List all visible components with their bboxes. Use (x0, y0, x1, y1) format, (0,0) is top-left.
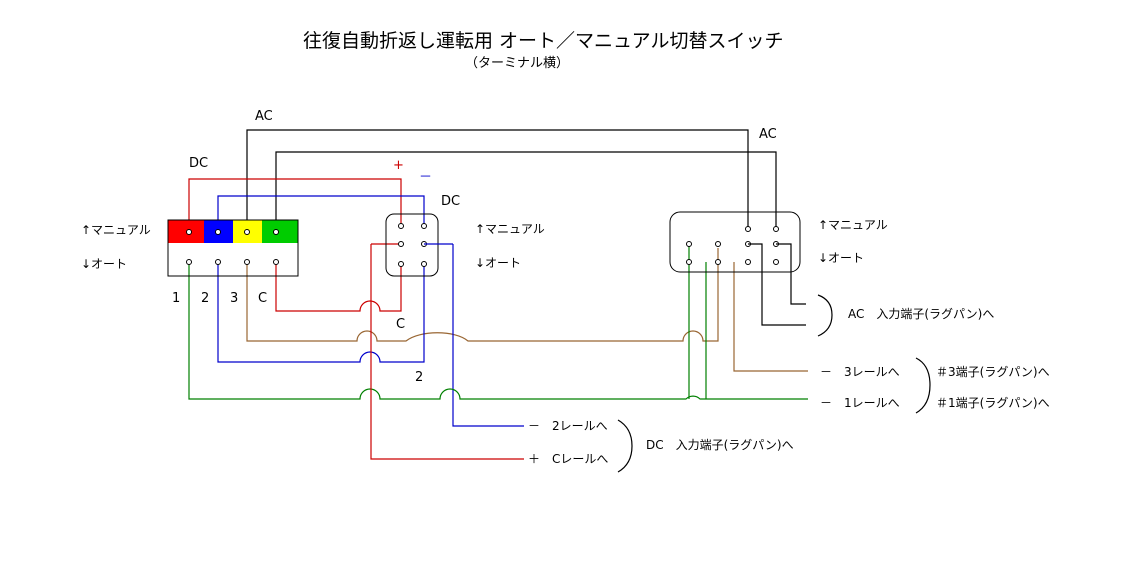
label-ac-top: AC (255, 109, 273, 124)
crail-red-wire (370, 244, 524, 460)
terminal-label-1: 1 (172, 291, 180, 306)
label-dc: DC (189, 156, 208, 171)
label-2-mid: 2 (415, 370, 423, 385)
label-auto-right: ↓オート (818, 251, 864, 265)
rail3-brown-wire (246, 262, 719, 342)
diagram-subtitle: （ターミナル横） (465, 56, 569, 71)
terminal-label-3: 3 (230, 291, 238, 306)
switch-dc-terminals (398, 223, 427, 267)
switch-dc-body (385, 213, 439, 277)
label-minus-3rail: － 3レールへ (820, 365, 900, 379)
label-manual-mid: ↑マニュアル (475, 222, 545, 236)
label-minus-1rail: － 1レールへ (820, 396, 900, 410)
brace-dc (617, 419, 633, 473)
diagram-title: 往復自動折返し運転用 オート／マニュアル切替スイッチ (303, 30, 783, 52)
label-auto-mid: ↓オート (475, 256, 521, 270)
label-auto-left: ↓オート (81, 257, 127, 271)
label-dc-input: DC 入力端子(ラグパン)へ (646, 438, 794, 452)
label-ac-right: AC (759, 127, 777, 142)
ac-wire-1 (246, 129, 749, 232)
label-minus-2rail: － 2レールへ (528, 419, 608, 433)
switch-right-terminals (686, 226, 779, 265)
terminal-label-c: C (258, 291, 267, 306)
dc-minus-wire (217, 195, 425, 232)
rail3-brown-out (717, 248, 808, 372)
ac-wire-2 (275, 151, 777, 232)
terminal-label-2: 2 (201, 291, 209, 306)
brace-ac (817, 294, 833, 337)
c-wire (275, 262, 402, 312)
color-block-green (262, 220, 298, 243)
label-plus: + (393, 158, 404, 173)
rail1-green-vertical (688, 244, 707, 399)
brace-rails-13 (915, 357, 931, 414)
switch-right-internal (748, 243, 792, 262)
rail1-green-wire (188, 262, 808, 400)
switch-left-terminals (186, 229, 279, 265)
label-dc-switch: DC (441, 194, 460, 209)
dc-plus-wire (188, 178, 402, 232)
rail2-blue-out (452, 244, 524, 427)
ac-out-1 (761, 262, 806, 326)
label-terminal-3: ＃3端子(ラグパン)へ (936, 365, 1050, 379)
label-plus-crail: ＋ Cレールへ (528, 452, 608, 466)
label-c-mid: C (396, 317, 405, 332)
switch-right-body (669, 211, 801, 273)
label-ac-input: AC 入力端子(ラグパン)へ (848, 307, 994, 321)
label-minus: － (419, 170, 432, 185)
rail2-blue-wire (217, 262, 425, 363)
label-manual-right: ↑マニュアル (818, 218, 888, 232)
label-terminal-1: ＃1端子(ラグパン)へ (936, 396, 1050, 410)
switch-left-body (167, 219, 299, 277)
ac-out-2 (790, 262, 806, 305)
label-manual-left: ↑マニュアル (81, 223, 151, 237)
